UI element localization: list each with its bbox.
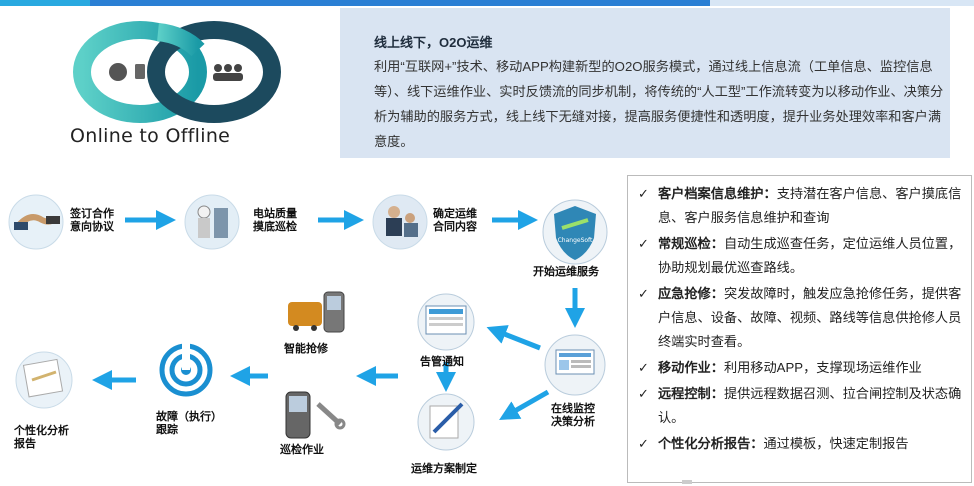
intro-body: 利用“互联网+”技术、移动APP构建新型的O2O服务模式，通过线上信息流（工单信… bbox=[374, 59, 944, 149]
feature-item: ✓应急抢修：突发故障时，触发应急抢修任务，提供客户信息、设备、故障、视频、路线等… bbox=[636, 282, 963, 354]
radar-icon bbox=[158, 340, 214, 398]
label-sign: 签订合作意向协议 bbox=[70, 208, 114, 233]
label-report: 个性化分析报告 bbox=[14, 425, 69, 450]
phone-wrench-icon bbox=[285, 391, 346, 439]
report-icon bbox=[15, 351, 73, 409]
feature-item: ✓个性化分析报告：通过模板，快速定制报告 bbox=[636, 432, 963, 456]
check-icon: ✓ bbox=[638, 386, 649, 401]
handshake-icon bbox=[8, 194, 64, 250]
phone-van-icon bbox=[288, 291, 345, 333]
label-survey: 电站质量摸底巡检 bbox=[253, 208, 297, 233]
top-color-bar bbox=[0, 0, 974, 6]
label-monitor: 在线监控决策分析 bbox=[551, 403, 595, 428]
intro-panel bbox=[340, 8, 950, 158]
check-icon: ✓ bbox=[638, 186, 649, 201]
check-icon: ✓ bbox=[638, 436, 649, 451]
monitor-dashboard-icon bbox=[544, 334, 606, 396]
feature-item: ✓移动作业：利用移动APP，支撑现场运维作业 bbox=[636, 356, 963, 380]
label-alarm: 告管通知 bbox=[420, 356, 464, 368]
logo-caption: Online to Offline bbox=[70, 125, 231, 147]
label-contract: 确定运维合同内容 bbox=[433, 208, 477, 233]
check-icon: ✓ bbox=[638, 236, 649, 251]
feature-item: ✓远程控制：提供远程数据召测、拉合闸控制及状态确认。 bbox=[636, 382, 963, 430]
check-icon: ✓ bbox=[638, 286, 649, 301]
check-icon: ✓ bbox=[638, 360, 649, 375]
feature-item: ✓客户档案信息维护：支持潜在客户信息、客户摸底信息、客户服务信息维护和查询 bbox=[636, 182, 963, 230]
label-inspect: 巡检作业 bbox=[280, 444, 324, 456]
engineer-icon bbox=[184, 194, 240, 250]
pen-document-icon bbox=[417, 393, 475, 451]
o2o-flow-diagram: ChangeSoft bbox=[8, 194, 608, 451]
arrow-monitor-to-plan bbox=[499, 389, 550, 420]
arrow-monitor-to-alarm bbox=[486, 325, 541, 351]
label-repair: 智能抢修 bbox=[284, 343, 328, 355]
meeting-icon bbox=[372, 194, 428, 250]
alarm-screen-icon bbox=[417, 293, 475, 351]
label-track: 故障（执行）跟踪 bbox=[156, 411, 222, 436]
shield-text: ChangeSoft bbox=[558, 237, 593, 244]
label-plan: 运维方案制定 bbox=[411, 463, 477, 475]
o2o-logo bbox=[8, 10, 338, 158]
feature-item: ✓常规巡检：自动生成巡查任务，定位运维人员位置，协助规划最优巡查路线。 bbox=[636, 232, 963, 280]
shield-icon: ChangeSoft bbox=[542, 199, 608, 265]
label-start: 开始运维服务 bbox=[533, 266, 599, 278]
intro-title: 线上线下，O2O运维 bbox=[374, 35, 493, 50]
bottom-marker bbox=[682, 480, 692, 484]
features-panel: ✓客户档案信息维护：支持潜在客户信息、客户摸底信息、客户服务信息维护和查询 ✓常… bbox=[627, 175, 972, 483]
